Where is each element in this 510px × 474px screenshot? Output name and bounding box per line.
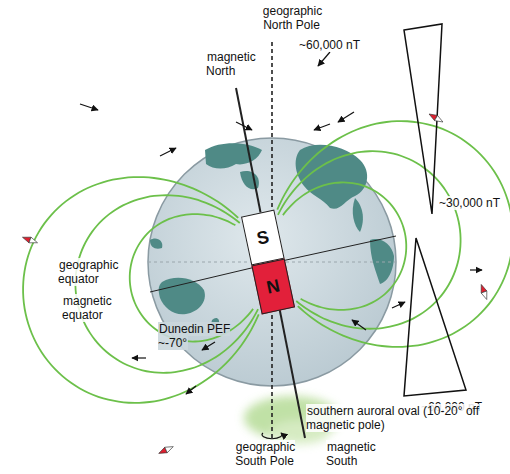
intensity-label: ~60,000 nT <box>298 38 378 52</box>
field-line <box>283 182 406 309</box>
pole-letter: N <box>265 275 282 298</box>
intensity-wedges <box>404 24 466 396</box>
field-arrows <box>80 52 482 394</box>
intensity-label-text: ~30,000 nT <box>438 196 501 210</box>
equator-label-text: geographic equator <box>58 258 118 286</box>
axis-label: magnetic North <box>206 50 266 78</box>
magnetic-axis <box>236 88 305 438</box>
site-label-text: Dunedin PEF ~-70° <box>158 322 230 350</box>
axis-label-text: geographic North Pole <box>262 4 322 32</box>
field-line <box>277 121 510 347</box>
intensity-label: ~30,000 nT <box>438 196 506 210</box>
axis-label-text: geographic South Pole <box>235 440 295 468</box>
compass-needles <box>21 111 489 456</box>
aurora-label-text: southern auroral oval (10-20° off magnet… <box>306 404 479 432</box>
axis-label-text: magnetic South <box>326 440 376 468</box>
intensity-label-text: ~60,000 nT <box>298 38 361 52</box>
rotation-arrow <box>262 433 282 439</box>
axis-label-text: magnetic North <box>206 50 256 78</box>
aurora-label: southern auroral oval (10-20° off magnet… <box>306 404 496 432</box>
field-lines <box>23 121 510 403</box>
equator-label: magnetic equator <box>62 294 138 322</box>
equator-label-text: magnetic equator <box>62 294 112 322</box>
axis-label: magnetic South <box>326 440 388 468</box>
pole-letter: S <box>255 226 271 249</box>
site-label: Dunedin PEF ~-70° <box>158 322 238 350</box>
axis-label: geographic North Pole <box>252 4 332 32</box>
axis-label: geographic South Pole <box>225 440 305 468</box>
field-line <box>75 195 258 373</box>
field-line <box>23 177 259 403</box>
equator-label: geographic equator <box>58 258 138 286</box>
